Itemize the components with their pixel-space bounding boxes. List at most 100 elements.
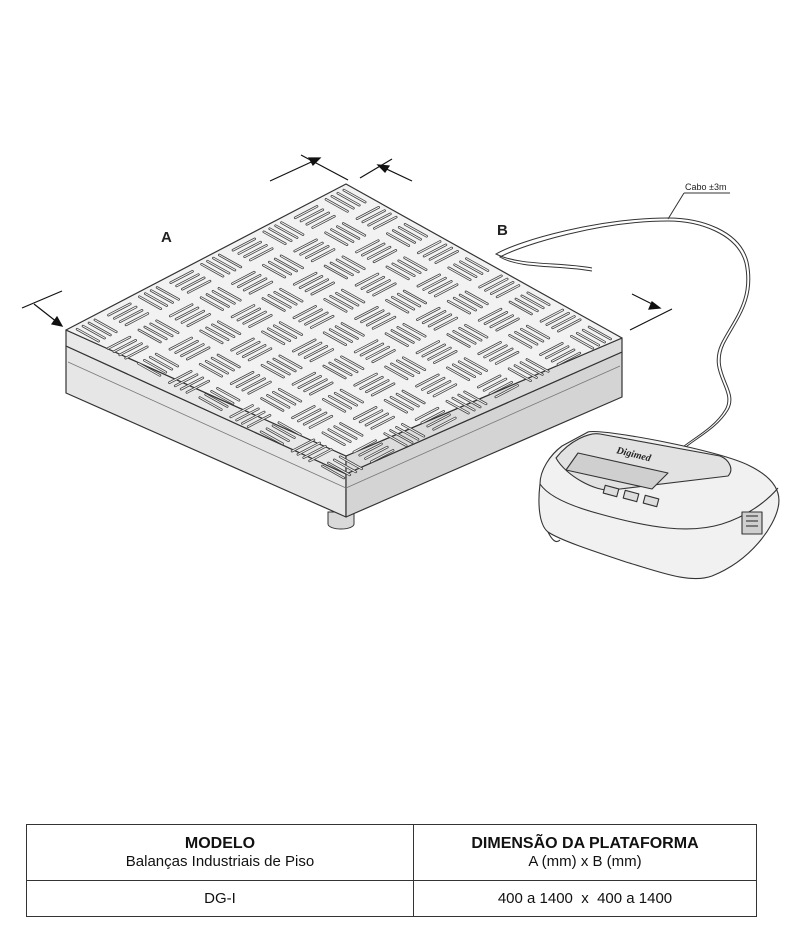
tread-ridge-highlight	[557, 352, 581, 365]
tread-ridge-highlight	[557, 319, 581, 332]
tread-ridge-highlight	[168, 370, 192, 384]
column-header-model: MODELO Balanças Industriais de Piso	[26, 824, 414, 881]
tread-ridge-highlight	[421, 410, 445, 424]
tread-ridge-highlight	[298, 375, 322, 389]
tread-ridge-highlight	[280, 288, 303, 302]
table-row: DG-I 400 a 1400 x 400 a 1400	[26, 880, 757, 917]
tread-ridge-highlight	[508, 368, 532, 382]
scale-base	[65, 345, 623, 518]
tread-ridge-highlight	[212, 290, 235, 304]
tread-ridge-highlight	[272, 425, 295, 439]
tread-ridge-highlight	[359, 443, 382, 456]
tread-ridge-highlight	[423, 244, 447, 257]
tread-ridge-highlight	[390, 430, 413, 443]
tread-ridge-highlight	[526, 325, 550, 339]
tread-ridge-highlight	[169, 304, 193, 317]
tread-ridge-highlight	[88, 322, 111, 336]
tread-ridge-highlight	[540, 309, 564, 322]
tread-ridge-highlight	[144, 326, 167, 340]
tread-ridge-highlight	[526, 359, 549, 372]
tread-ridge-highlight	[242, 344, 266, 358]
tread-ridge-highlight	[386, 299, 409, 313]
tread-ridge-highlight	[402, 357, 426, 371]
tread-ridge-highlight	[212, 324, 235, 338]
tread-ridge-highlight	[311, 282, 335, 295]
tread-ridge-highlight	[325, 232, 348, 246]
tread-ridge-highlight	[237, 341, 260, 354]
tread-ridge-highlight	[452, 364, 476, 378]
tread-ridge-highlight	[299, 275, 323, 289]
tread-ridge-highlight	[236, 374, 260, 388]
tread-ridge-highlight	[340, 389, 364, 403]
dimension-cell: 400 a 1400 x 400 a 1400	[413, 880, 757, 917]
tread-ridge-highlight	[546, 312, 570, 326]
tread-ridge-highlight	[435, 250, 459, 264]
weighing-indicator	[538, 430, 780, 580]
tread-ridge-highlight	[186, 380, 210, 393]
tread-ridge-highlight	[396, 360, 420, 374]
tread-ridge-highlight	[206, 327, 229, 341]
tread-ridge-highlight	[268, 294, 291, 308]
tread-ridge-highlight	[415, 407, 439, 421]
tread-ridge-highlight	[361, 276, 385, 290]
tread-ridge-highlight	[396, 393, 419, 407]
tread-ridge-highlight	[125, 313, 149, 326]
model-cell: DG-I	[26, 880, 414, 917]
tread-ridge-highlight	[170, 270, 193, 284]
tread-ridge-highlight	[366, 346, 390, 359]
tread-ridge-highlight	[509, 301, 532, 315]
tread-ridge-highlight	[143, 359, 167, 373]
tread-ridge-highlight	[576, 332, 600, 346]
tread-ridge-highlight	[261, 398, 284, 411]
tread-ridge-highlight	[201, 263, 224, 277]
tread-ridge-highlight	[281, 222, 304, 236]
tread-ridge-highlight	[293, 305, 317, 319]
tread-ridge-highlight	[311, 249, 335, 262]
tread-ridge-highlight	[261, 364, 284, 378]
tread-ridge-highlight	[447, 334, 470, 347]
tread-ridge-highlight	[371, 383, 395, 396]
tread-ridge-highlight	[373, 249, 397, 263]
tread-ridge-highlight	[368, 213, 391, 226]
tread-ridge-highlight	[206, 294, 229, 307]
tread-ridge-highlight	[334, 392, 358, 406]
tread-ridge-highlight	[269, 228, 292, 242]
tread-ridge-highlight	[423, 277, 446, 290]
tread-ridge-highlight	[416, 374, 439, 387]
tread-ridge-highlight	[479, 275, 502, 288]
tread-ridge-highlight	[274, 291, 297, 305]
table-header-row: MODELO Balanças Industriais de Piso DIME…	[26, 824, 757, 881]
tread-ridge-highlight	[108, 303, 131, 316]
tread-ridge-highlight	[262, 298, 285, 311]
tread-ridge-highlight	[107, 336, 131, 349]
tread-ridge-highlight	[322, 432, 345, 446]
tread-ridge-highlight	[230, 371, 254, 385]
tread-ridge-highlight	[232, 238, 256, 251]
tread-ridge-highlight	[540, 342, 563, 356]
tread-ridge-highlight	[342, 223, 366, 236]
tread-ridge-highlight	[156, 320, 179, 334]
tread-ridge-highlight	[303, 445, 326, 459]
tread-ridge-highlight	[427, 414, 450, 427]
tread-ridge-highlight	[429, 280, 452, 294]
tread-ridge-highlight	[360, 343, 384, 356]
tread-ridge-highlight	[398, 226, 422, 240]
tread-ridge-highlight	[365, 380, 389, 393]
tread-ridge-highlight	[266, 428, 289, 442]
tread-ridge-highlight	[527, 292, 550, 306]
tread-ridge-highlight	[402, 390, 425, 404]
tread-ridge-highlight	[433, 417, 456, 430]
tread-ridge-highlight	[305, 312, 328, 325]
tread-ridge-highlight	[94, 319, 117, 333]
tread-ridge-highlight	[232, 271, 255, 285]
tread-ridge-highlight	[169, 337, 193, 350]
tread-ridge-highlight	[329, 329, 353, 343]
tread-ridge-highlight	[268, 261, 292, 275]
tread-ridge-highlight	[356, 240, 379, 253]
tread-ridge-highlight	[452, 397, 475, 411]
tread-ridge-highlight	[205, 394, 228, 407]
tread-ridge-highlight	[243, 278, 267, 291]
tread-ridge-highlight	[416, 307, 440, 321]
tread-ridge-highlight	[460, 261, 483, 275]
tread-ridge-highlight	[446, 400, 469, 414]
